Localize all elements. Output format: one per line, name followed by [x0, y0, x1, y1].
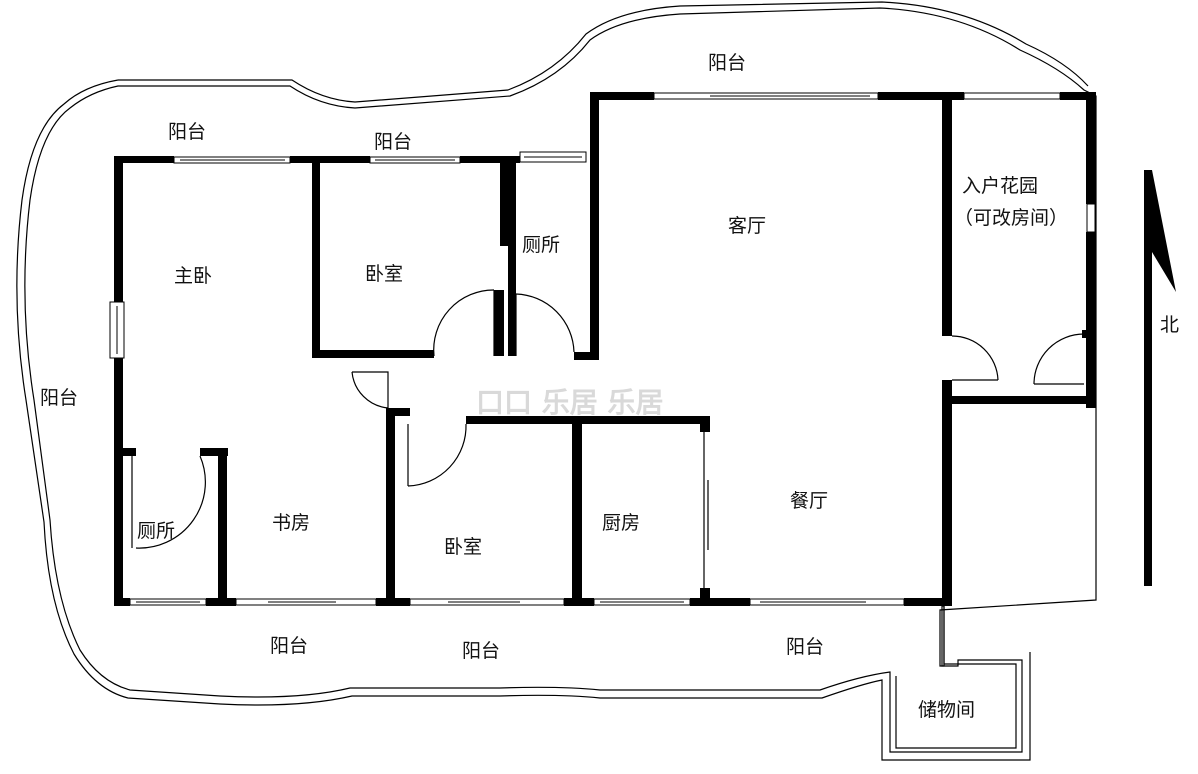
label-balcony-top: 阳台	[708, 52, 746, 74]
label-balcony-bottom-right: 阳台	[786, 636, 824, 658]
label-balcony-top-mid: 阳台	[374, 131, 412, 153]
label-bedroom-bottom: 卧室	[444, 536, 482, 558]
walls	[114, 92, 1096, 667]
label-storage: 储物间	[918, 699, 975, 721]
label-study: 书房	[272, 512, 310, 534]
doors	[131, 289, 1085, 588]
label-kitchen: 厨房	[602, 512, 640, 534]
label-balcony-bottom-mid: 阳台	[462, 640, 500, 662]
label-dining-room: 餐厅	[790, 490, 828, 512]
label-balcony-bottom-left: 阳台	[270, 635, 308, 657]
label-toilet-top: 厕所	[522, 234, 560, 256]
label-master-bedroom: 主卧	[174, 265, 212, 287]
label-north: 北	[1160, 314, 1179, 336]
label-bedroom-top: 卧室	[365, 263, 403, 285]
windows	[109, 92, 1096, 606]
balcony-outline	[16, 1, 1097, 761]
label-entry-garden-line2: （可改房间）	[954, 207, 1068, 229]
north-arrow-icon	[1144, 170, 1176, 586]
label-balcony-left: 阳台	[40, 387, 78, 409]
label-balcony-top-left: 阳台	[168, 121, 206, 143]
storage-room	[895, 606, 1017, 749]
label-toilet-bottom: 厕所	[137, 520, 175, 542]
label-living-room: 客厅	[728, 215, 766, 237]
label-entry-garden-line1: 入户花园	[962, 175, 1038, 197]
watermark: 口口 乐居 乐居	[476, 386, 664, 419]
